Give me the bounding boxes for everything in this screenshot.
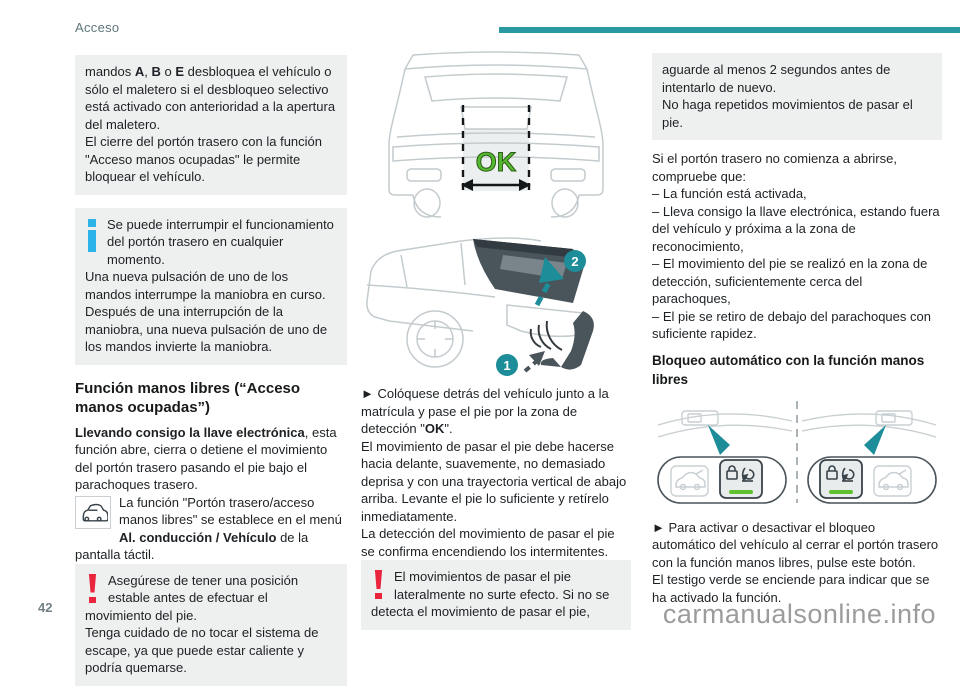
button-panel-left xyxy=(657,455,787,504)
sensor-waves xyxy=(529,320,563,351)
button-panel-right xyxy=(807,455,937,504)
intro-box: mandos A, B o E desbloquea el vehículo o… xyxy=(75,55,347,195)
column-right: aguarde al menos 2 segundos antes de int… xyxy=(652,53,942,606)
tailgate-open-arrow xyxy=(534,273,556,307)
suv-outline xyxy=(366,237,584,368)
warning-cont-text-1: aguarde al menos 2 segundos antes de int… xyxy=(662,62,891,95)
page-header: Acceso xyxy=(75,20,120,35)
warning-text-1: Asegúrese de tener una posición estable … xyxy=(85,572,299,623)
troubleshoot-intro: Si el portón trasero no comienza a abrir… xyxy=(652,151,897,184)
info-text-1: Se puede interrumpir el funcionamiento d… xyxy=(107,216,334,267)
warning-lateral-text: El movimientos de pasar el pie lateralme… xyxy=(371,569,610,619)
info-icon xyxy=(88,218,96,252)
warning-text-2: Tenga cuidado de no tocar el sistema de … xyxy=(85,625,319,675)
warning-icon xyxy=(88,573,97,603)
hands-free-lock-button xyxy=(719,458,763,499)
page-number: 42 xyxy=(38,600,53,615)
vehicle-settings-icon xyxy=(75,495,111,529)
troubleshoot-item: – La función está activada, xyxy=(652,186,807,201)
headliner-sketch xyxy=(657,409,937,438)
troubleshoot-item: – Lleva consigo la llave electrónica, es… xyxy=(652,203,940,254)
warning-icon xyxy=(374,570,383,599)
kick-instruction: ► Colóquese detrás del vehículo junto a … xyxy=(361,386,609,436)
troubleshoot-item: – El pie se retiro de debajo del paracho… xyxy=(652,308,931,342)
kick-confirm: La detección del movimiento de pasar el … xyxy=(361,526,615,559)
hands-free-intro: Llevando consigo la llave electrónica, e… xyxy=(75,424,337,493)
green-indicator xyxy=(829,489,853,494)
warning-box-continued: aguarde al menos 2 segundos antes de int… xyxy=(652,53,942,140)
auto-lock-instruction: ► Para activar o desactivar el bloqueo a… xyxy=(652,519,939,570)
auto-lock-indicator-note: El testigo verde se enciende para indica… xyxy=(652,572,930,605)
kick-arrow xyxy=(523,359,539,373)
detection-zone-markers xyxy=(461,105,531,191)
svg-text:1: 1 xyxy=(503,358,510,373)
warning-box-lateral: El movimientos de pasar el pie lateralme… xyxy=(361,560,631,630)
green-indicator xyxy=(729,489,753,494)
column-middle: OK 2 xyxy=(361,45,631,630)
intro-text-2: El cierre del portón trasero con la func… xyxy=(85,134,323,184)
section-rule xyxy=(499,27,960,33)
warning-cont-text-2: No haga repetidos movimientos de pasar e… xyxy=(662,97,913,130)
step-2-badge: 2 xyxy=(564,250,586,272)
leg-and-foot xyxy=(540,311,594,370)
hands-free-lock-button xyxy=(819,458,863,499)
zone-width-arrow xyxy=(461,179,531,191)
menu-note: La función "Portón trasero/acceso manos … xyxy=(75,494,342,562)
ok-zone-label: OK xyxy=(476,147,517,177)
tailgate-buttons-diagram xyxy=(657,400,937,504)
rear-detection-zone-diagram: OK xyxy=(388,51,604,218)
column-left: mandos A, B o E desbloquea el vehículo o… xyxy=(75,55,347,686)
info-box: Se puede interrumpir el funcionamiento d… xyxy=(75,207,347,365)
intro-text: mandos A, B o E desbloquea el vehículo o… xyxy=(85,64,336,132)
svg-text:2: 2 xyxy=(571,254,578,269)
section-title: Función manos libres (“Acceso manos ocup… xyxy=(75,379,301,416)
pointer-arrow-left xyxy=(708,424,730,455)
kick-detail: El movimiento de pasar el pie debe hacer… xyxy=(361,438,627,524)
kick-motion-diagram: 2 1 xyxy=(366,237,594,376)
info-text-3: Después de una interrupción de la maniob… xyxy=(85,304,328,354)
auto-lock-subheading: Bloqueo automático con la función manos … xyxy=(652,352,925,387)
warning-box-stability: Asegúrese de tener una posición estable … xyxy=(75,563,347,686)
step-1-badge: 1 xyxy=(496,354,518,376)
car-rear-outline xyxy=(388,51,604,218)
pointer-arrow-right xyxy=(864,424,886,455)
info-text-2: Una nueva pulsación de uno de los mandos… xyxy=(85,269,326,302)
troubleshoot-item: – El movimiento del pie se realizó en la… xyxy=(652,256,928,306)
open-tailgate xyxy=(473,239,585,303)
watermark: carmanualsonline.info xyxy=(662,599,936,629)
